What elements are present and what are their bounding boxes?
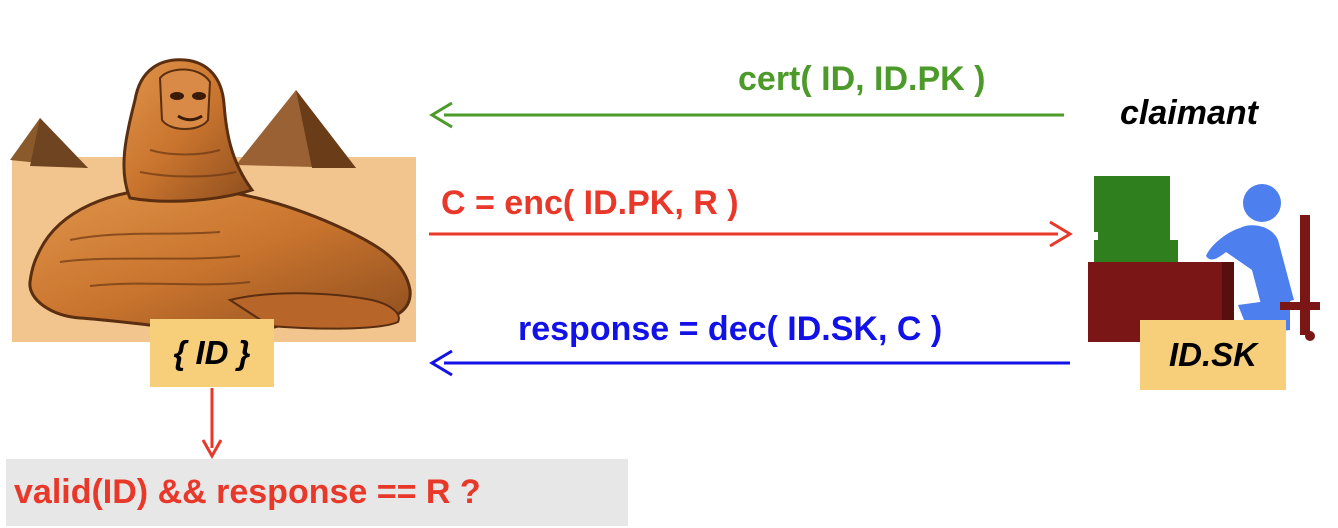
check-arrow xyxy=(201,388,223,460)
person-icon xyxy=(1243,184,1281,222)
verifier-id-badge: { ID } xyxy=(150,319,274,387)
monitor-icon xyxy=(1094,176,1170,232)
chair xyxy=(1300,215,1310,335)
response-message-label: response = dec( ID.SK, C ) xyxy=(518,310,943,348)
cert-arrow xyxy=(429,101,1064,129)
claimant-label: claimant xyxy=(1120,94,1258,132)
challenge-arrow xyxy=(429,220,1073,248)
response-arrow xyxy=(429,349,1070,377)
cert-message-label: cert( ID, ID.PK ) xyxy=(738,60,986,98)
sphinx-illustration xyxy=(10,58,416,342)
challenge-message-label: C = enc( ID.PK, R ) xyxy=(441,184,739,222)
claimant-illustration xyxy=(1088,176,1320,342)
claimant-secret-key-badge: ID.SK xyxy=(1140,320,1286,390)
verification-check: valid(ID) && response == R ? xyxy=(6,459,628,526)
verification-check-text: valid(ID) && response == R ? xyxy=(14,473,481,511)
